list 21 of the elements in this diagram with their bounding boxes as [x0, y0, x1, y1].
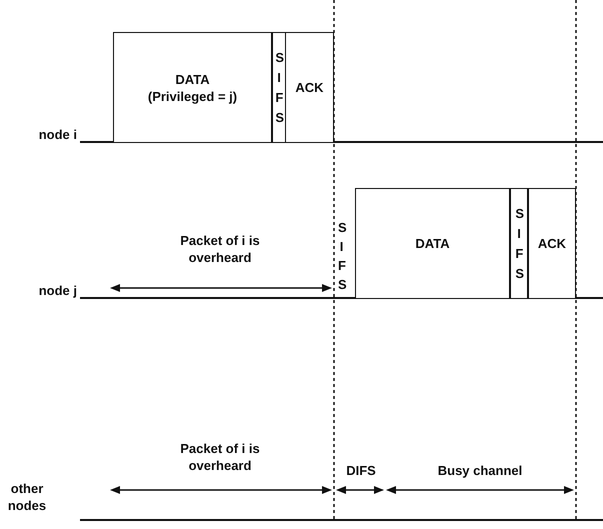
- interval-label: SIFS: [338, 219, 346, 294]
- interval-label: DIFS: [345, 462, 377, 479]
- interval-label: SIFS: [275, 48, 283, 126]
- node-label: node i: [38, 126, 77, 143]
- frame-box: [528, 188, 576, 298]
- frame-label: ACK: [295, 79, 324, 96]
- node-label: other nodes: [6, 480, 48, 514]
- frame-label: DATA: [415, 235, 450, 252]
- duration-label: Packet of i is overheard: [179, 440, 261, 474]
- duration-label: Packet of i is overheard: [179, 232, 261, 266]
- interval-label: SIFS: [515, 204, 523, 282]
- interframe-space-box: [272, 32, 286, 142]
- duration-label: Busy channel: [436, 462, 524, 479]
- frame-box: [355, 188, 510, 298]
- frame-label: (Privileged = j): [148, 88, 238, 104]
- frame-label: DATA: [175, 70, 210, 88]
- frame-box: [285, 32, 334, 142]
- frame-label: ACK: [538, 235, 566, 252]
- interframe-space-box: [510, 188, 528, 298]
- frame-box: [113, 32, 272, 142]
- node-label: node j: [38, 282, 77, 299]
